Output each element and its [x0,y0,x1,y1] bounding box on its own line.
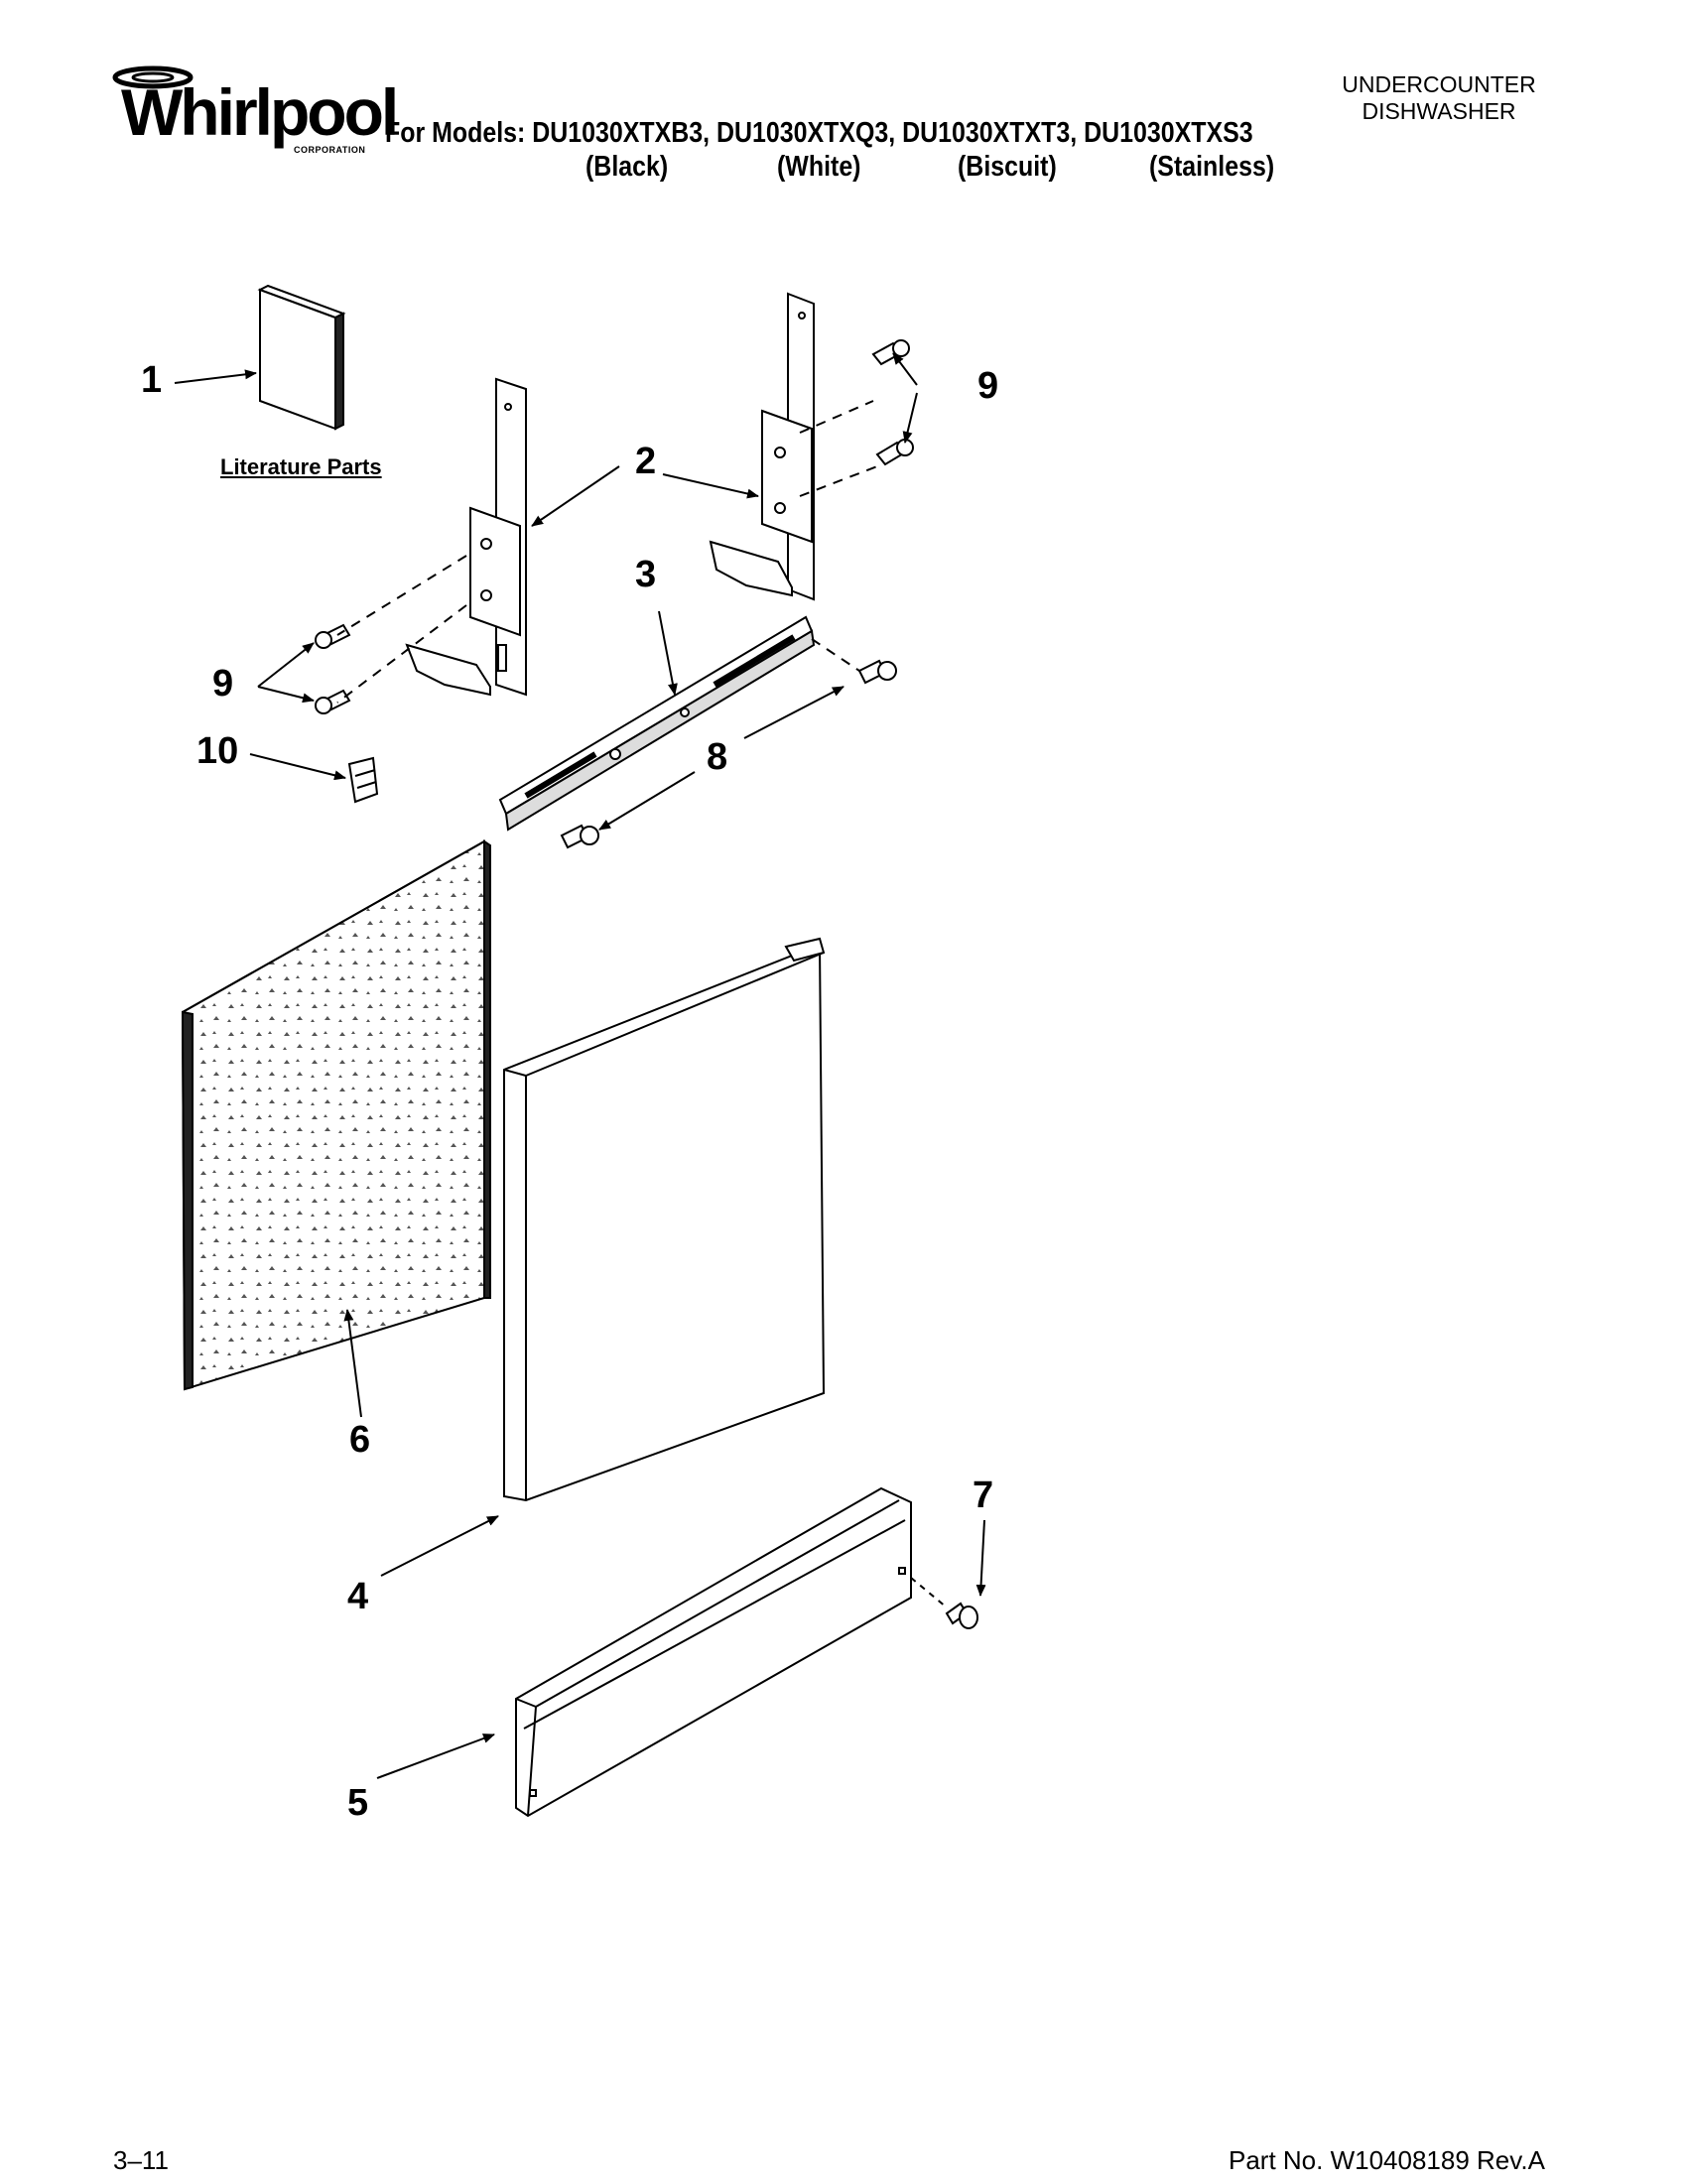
brand-logo-subtitle: CORPORATION [294,145,366,155]
callout-6: 6 [349,1419,371,1461]
color-white: (White) [777,151,861,183]
color-biscuit: (Biscuit) [958,151,1057,183]
clip [347,756,379,804]
callout-10: 10 [196,730,239,772]
literature-parts-label: Literature Parts [220,454,382,479]
page-number: 3–11 [113,2145,169,2175]
color-stainless: (Stainless) [1149,151,1275,183]
callout-leaders [174,352,986,1779]
door-insulation-panel [181,839,491,1391]
product-type-line-2: DISHWASHER [1362,98,1516,124]
callout-1: 1 [141,359,163,401]
callout-7: 7 [973,1475,994,1516]
models-line: For Models: DU1030XTXB3, DU1030XTXQ3, DU… [385,117,1253,149]
screw-9-upper-a [871,339,910,366]
screw-9-lower-a [315,623,351,649]
callout-9-upper: 9 [977,365,999,407]
callout-5: 5 [347,1782,369,1824]
screw-9-lower-b [315,689,351,714]
hinge-bracket-right [709,292,815,601]
hinge-bracket-left [405,377,527,697]
part-number: Part No. W10408189 Rev.A [1229,2145,1545,2175]
callout-3: 3 [635,554,657,595]
screw-9-upper-b [875,439,914,466]
callout-4: 4 [347,1576,369,1617]
callout-2: 2 [635,441,657,482]
whirlpool-logo-swoosh [112,65,194,89]
callout-8: 8 [707,736,728,778]
assembly-guide-lines [336,400,878,704]
screw-8-right [857,659,897,685]
product-type-line-1: UNDERCOUNTER [1342,71,1536,97]
outer-door-panel [503,937,826,1502]
callout-9-lower: 9 [212,663,234,705]
toe-kick-panel [515,1486,912,1818]
product-type: UNDERCOUNTER DISHWASHER [1320,71,1558,125]
color-black: (Black) [585,151,669,183]
brand-logo-wordmark: Whirlpool [121,75,399,149]
literature-booklet [257,284,346,431]
screw-8-left [560,824,599,849]
mounting-bracket [498,615,816,832]
screw-7 [910,1577,978,1629]
